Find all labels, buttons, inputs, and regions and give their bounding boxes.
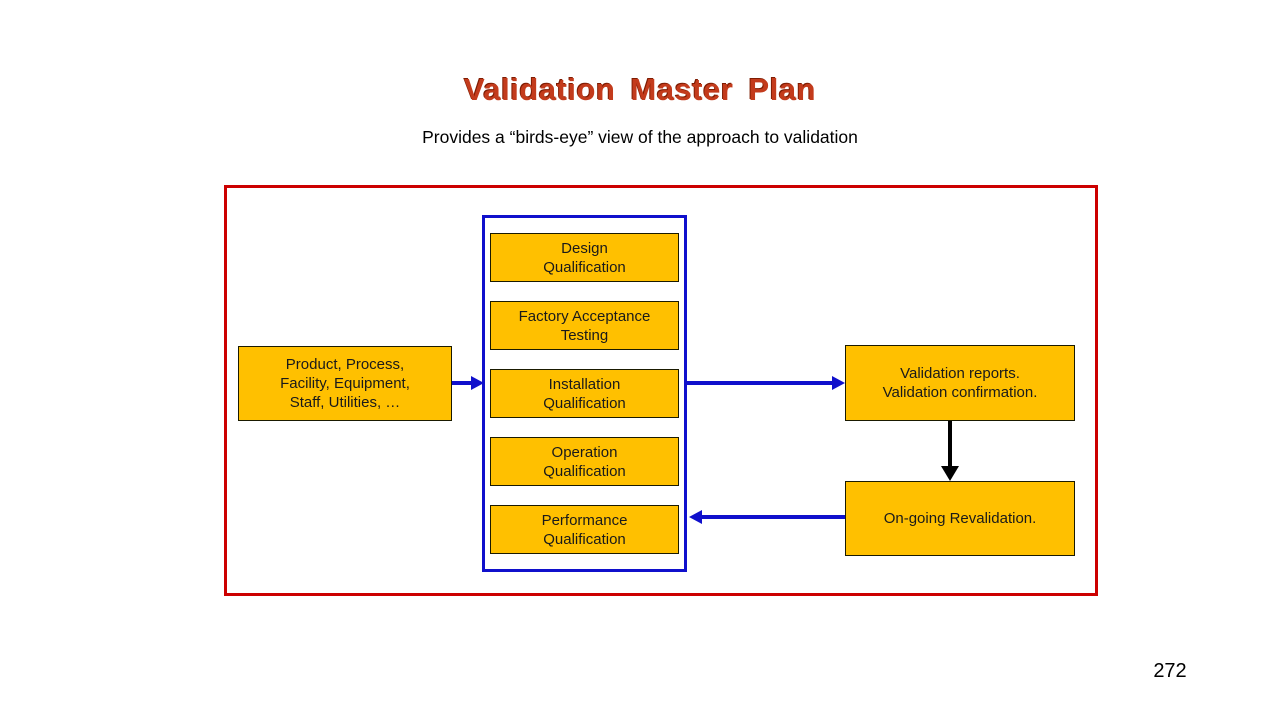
- stage-box-installation-qualification: Installation Qualification: [490, 369, 679, 418]
- revalidation-box: On-going Revalidation.: [845, 481, 1075, 556]
- slide-subtitle: Provides a “birds-eye” view of the appro…: [422, 127, 858, 147]
- validation-scope-boundary: [224, 185, 1098, 596]
- stage-box-operation-qualification: Operation Qualification: [490, 437, 679, 486]
- validation-reports-box: Validation reports. Validation confirmat…: [845, 345, 1075, 421]
- inputs-box: Product, Process, Facility, Equipment, S…: [238, 346, 452, 421]
- slide-title: Validation Master Plan: [463, 72, 817, 107]
- stage-box-performance-qualification: Performance Qualification: [490, 505, 679, 554]
- page-number: 272: [1153, 660, 1187, 682]
- stage-box-factory-acceptance-testing: Factory Acceptance Testing: [490, 301, 679, 350]
- stage-box-design-qualification: Design Qualification: [490, 233, 679, 282]
